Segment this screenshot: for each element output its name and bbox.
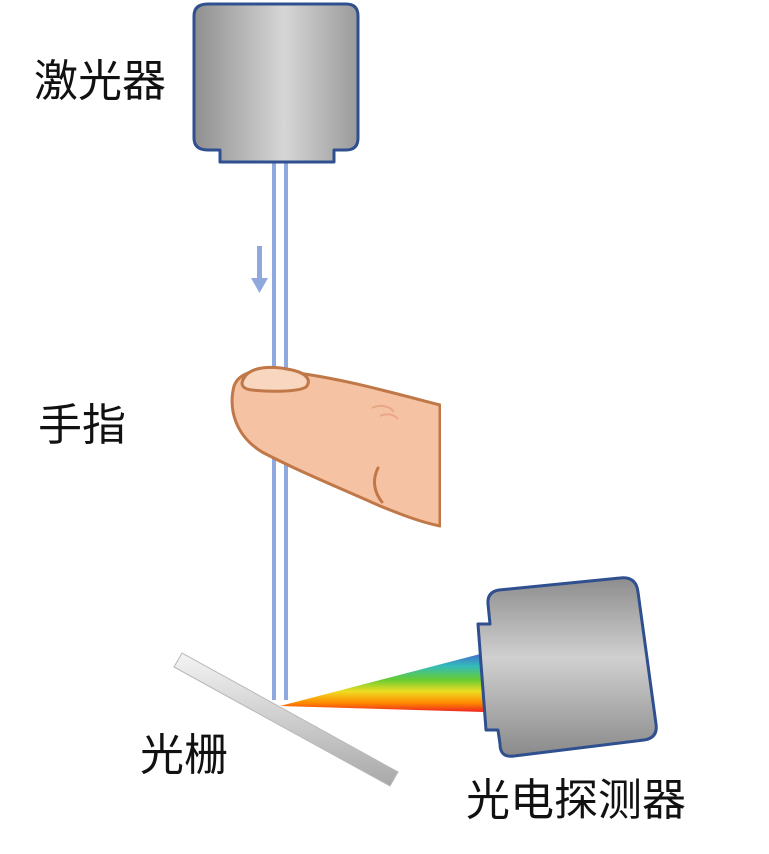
finger-label: 手指 xyxy=(38,400,126,451)
spectrum-fan xyxy=(280,653,484,712)
laser-label: 激光器 xyxy=(34,56,166,107)
laser-device-icon xyxy=(192,2,360,164)
grating-label: 光栅 xyxy=(140,730,228,781)
photodetector-icon xyxy=(476,576,658,758)
diffraction-grating-icon xyxy=(173,652,399,787)
photodetector-label: 光电探测器 xyxy=(466,775,686,826)
down-arrow-icon xyxy=(251,246,268,293)
finger-icon xyxy=(230,360,481,540)
